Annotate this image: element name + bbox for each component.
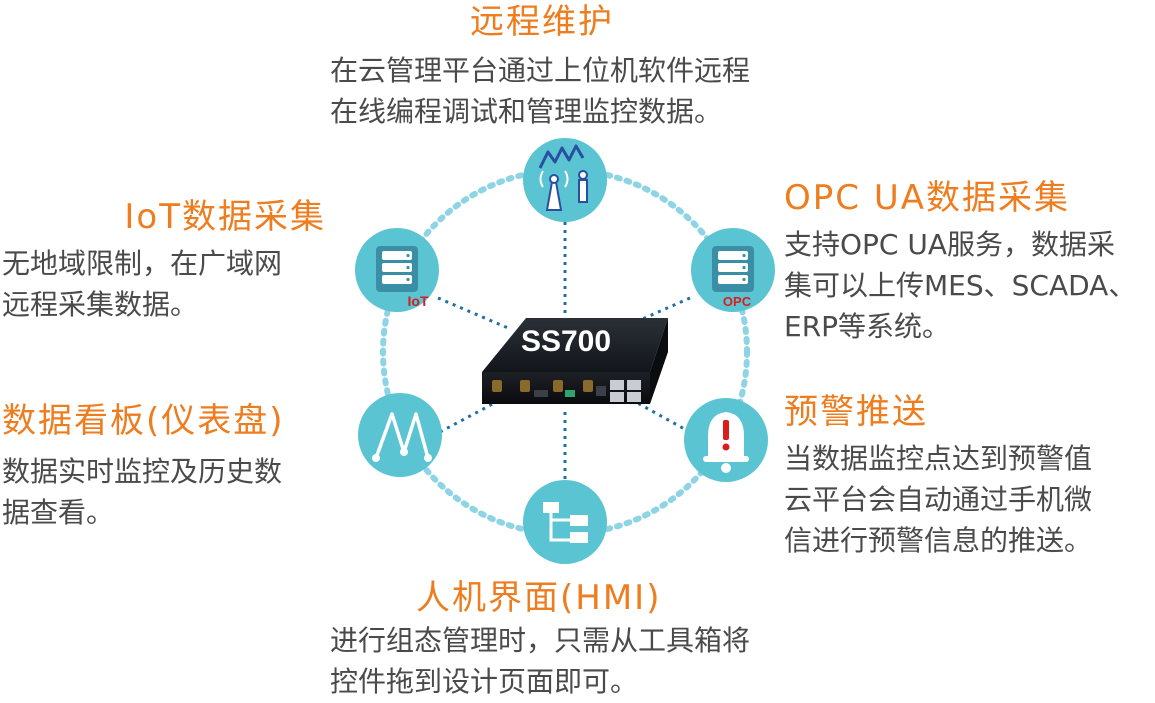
dashboard-title: 数据看板(仪表盘): [2, 401, 285, 441]
node-remote: [523, 138, 607, 222]
alarm-desc: 当数据监控点达到预警值 云平台会自动通过手机微 信进行预警信息的推送。: [784, 438, 1092, 561]
alarm-desc-line: 当数据监控点达到预警值: [784, 442, 1093, 475]
iot-tag: IoT: [408, 293, 429, 309]
alarm-desc-line: 信进行预警信息的推送。: [784, 524, 1093, 557]
chart-wave-icon: [372, 412, 432, 462]
hmi-desc-line: 进行组态管理时，只需从工具箱将: [330, 624, 751, 657]
device-ss700: SS700: [482, 318, 668, 404]
device-label: SS700: [521, 325, 611, 358]
alarm-desc-line: 云平台会自动通过手机微: [784, 483, 1093, 516]
connector-alarm: [631, 398, 691, 434]
dashboard-desc: 数据实时监控及历史数 据查看。: [2, 451, 282, 533]
remote-desc-line: 在云管理平台通过上位机软件远程: [330, 54, 751, 87]
opc-desc-line: 集可以上传MES、SCADA、: [784, 269, 1137, 302]
node-opc: OPC: [691, 228, 775, 312]
opc-desc: 支持OPC UA服务，数据采 集可以上传MES、SCADA、 ERP等系统。: [784, 224, 1136, 347]
hmi-desc-line: 控件拖到设计页面即可。: [330, 665, 639, 698]
iot-title: IoT数据采集: [124, 197, 326, 237]
hmi-desc: 进行组态管理时，只需从工具箱将 控件拖到设计页面即可。: [330, 620, 750, 702]
opc-tag: OPC: [723, 294, 752, 309]
node-iot: IoT: [355, 228, 439, 312]
server-opc-icon: [712, 246, 754, 292]
remote-desc: 在云管理平台通过上位机软件远程 在线编程调试和管理监控数据。: [330, 50, 750, 132]
alarm-bell-icon: [703, 412, 749, 473]
iot-desc-line: 无地域限制，在广域网: [2, 247, 283, 280]
hmi-title: 人机界面(HMI): [416, 578, 662, 618]
node-dashboard: [358, 393, 442, 477]
remote-desc-line: 在线编程调试和管理监控数据。: [330, 95, 723, 128]
dashboard-desc-line: 数据实时监控及历史数: [2, 455, 283, 488]
server-iot-icon: [376, 246, 418, 292]
opc-title: OPC UA数据采集: [784, 178, 1070, 218]
connector-dashboard: [439, 398, 501, 434]
node-alarm: [684, 398, 768, 482]
opc-desc-line: ERP等系统。: [784, 310, 951, 343]
device-ports: [492, 380, 641, 402]
opc-desc-line: 支持OPC UA服务，数据采: [784, 228, 1116, 261]
remote-title: 远程维护: [470, 2, 614, 42]
iot-desc: 无地域限制，在广域网 远程采集数据。: [2, 243, 282, 325]
connector-iot: [437, 296, 509, 330]
hierarchy-icon: [543, 502, 588, 543]
dashboard-desc-line: 据查看。: [2, 496, 115, 529]
node-hmi: [523, 480, 607, 564]
iot-desc-line: 远程采集数据。: [2, 288, 199, 321]
antenna-icon: [538, 144, 588, 211]
alarm-title: 预警推送: [784, 392, 928, 432]
